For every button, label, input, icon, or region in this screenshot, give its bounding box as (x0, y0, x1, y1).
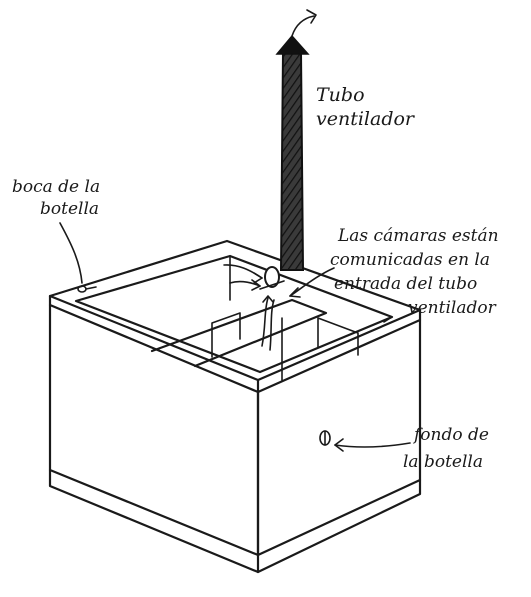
tube-label-line1: Tubo (316, 84, 365, 106)
bottom-label-line2: la botella (403, 452, 483, 472)
airflow-arrows (223, 264, 275, 351)
chambers-label-line1: Las cámaras están (337, 226, 499, 246)
bottle-bottom-marker (319, 430, 331, 446)
box-partition (150, 298, 359, 381)
mouth-label-line2: botella (40, 199, 99, 219)
ventilation-tube (275, 9, 317, 271)
leader-lines (59, 222, 411, 452)
tube-inlet (259, 266, 285, 290)
chambers-label-line3: entrada del tubo (334, 274, 477, 294)
chambers-label-line2: comunicadas en la (330, 250, 490, 270)
chambers-label-line4: ventilador (408, 298, 497, 318)
box-front (48, 303, 422, 574)
tube-label-line2: ventilador (316, 108, 416, 130)
bottle-mouth-marker (77, 285, 97, 293)
mouth-label-line1: boca de la (12, 177, 100, 197)
box-opening (74, 254, 394, 374)
bottom-label-line1: fondo de (412, 425, 489, 445)
